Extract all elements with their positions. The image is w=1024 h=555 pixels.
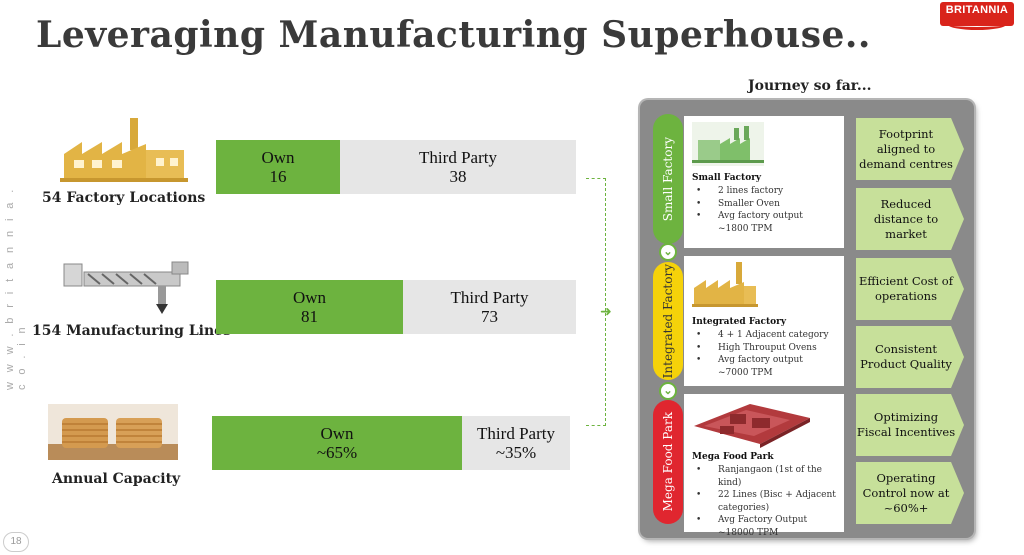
stage-name: Small Factory [692,173,762,183]
row-label-factory-locations: 54 Factory Locations [42,190,206,206]
stage-bullets: 4 + 1 Adjacent category High Throuput Ov… [692,329,844,379]
benefit-efficient-cost: Efficient Cost of operations [856,258,964,320]
arrow-right-icon: ➜ [600,304,612,320]
own-value: 16 [269,167,287,186]
third-party-value: ~35% [495,443,537,462]
stage-bullets: 2 lines factory Smaller Oven Avg factory… [692,185,844,235]
own-label: Own [320,424,354,443]
stage-pill-label: Integrated Factory [661,263,675,379]
bullet-item: 2 lines factory [692,185,844,198]
page-title: Leveraging Manufacturing Superhouse.. [36,14,871,56]
stage-pill-small-factory: Small Factory [653,114,683,244]
third-party-segment: Third Party ~35% [462,416,570,470]
bullet-item: 4 + 1 Adjacent category [692,329,844,342]
stage-pill-integrated-factory: Integrated Factory [653,262,683,380]
row-label-annual-capacity: Annual Capacity [52,471,181,487]
journey-title: Journey so far... [748,78,872,94]
factory-icon [60,118,188,182]
benefit-consistent-quality: Consistent Product Quality [856,326,964,388]
own-value: ~65% [316,443,358,462]
own-label: Own [261,148,295,167]
stage-name: Integrated Factory [692,317,787,327]
stage-bullets: Ranjangaon (1st of the kind) 22 Lines (B… [692,464,842,539]
chevron-down-icon: ⌄ [659,382,677,400]
third-party-label: Third Party [450,288,529,307]
bullet-item: Avg factory output ~1800 TPM [692,210,812,235]
production-line-icon [63,261,189,314]
stage-name: Mega Food Park [692,452,774,462]
stage-pill-label: Mega Food Park [661,412,675,512]
stage-pill-mega-food-park: Mega Food Park [653,400,683,524]
bar-manufacturing-lines: Own 81 Third Party 73 [216,280,576,334]
own-value: 81 [301,307,318,326]
mega-food-park-image [694,404,810,448]
bullet-item: Avg Factory Output ~18000 TPM [692,514,812,539]
own-segment: Own 16 [216,140,340,194]
third-party-segment: Third Party 38 [340,140,576,194]
third-party-label: Third Party [477,424,555,443]
bar-annual-capacity: Own ~65% Third Party ~35% [212,416,570,470]
small-factory-image [692,122,764,166]
third-party-segment: Third Party 73 [403,280,576,334]
benefit-footprint: Footprint aligned to demand centres [856,118,964,180]
logo-text: BRITANNIA [945,4,1009,16]
benefit-fiscal-incentives: Optimizing Fiscal Incentives [856,394,964,456]
row-label-manufacturing-lines: 154 Manufacturing Lines [32,323,231,339]
bullet-item: 22 Lines (Bisc + Adjacent categories) [692,489,842,514]
bullet-item: Smaller Oven [692,198,844,211]
own-label: Own [292,288,327,307]
integrated-factory-image [692,262,758,307]
benefit-reduced-distance: Reduced distance to market [856,188,964,250]
third-party-label: Third Party [419,148,497,167]
bullet-item: High Throuput Ovens [692,342,844,355]
bullet-item: Avg factory output ~7000 TPM [692,354,812,379]
chevron-down-icon: ⌄ [659,243,677,261]
own-segment: Own ~65% [212,416,462,470]
third-party-value: 38 [449,167,467,186]
benefit-operating-control: Operating Control now at ~60%+ [856,462,964,524]
own-segment: Own 81 [216,280,403,334]
britannia-logo: BRITANNIA [940,2,1014,30]
bar-factory-locations: Own 16 Third Party 38 [216,140,576,194]
stage-pill-label: Small Factory [661,136,675,222]
page-number: 18 [3,532,29,552]
bracket-connector [586,178,606,426]
bullet-item: Ranjangaon (1st of the kind) [692,464,842,489]
biscuit-stack-image [48,404,178,460]
third-party-value: 73 [481,307,498,326]
website-url: w w w . b r i t a n n i a . c o . i n [4,186,28,390]
